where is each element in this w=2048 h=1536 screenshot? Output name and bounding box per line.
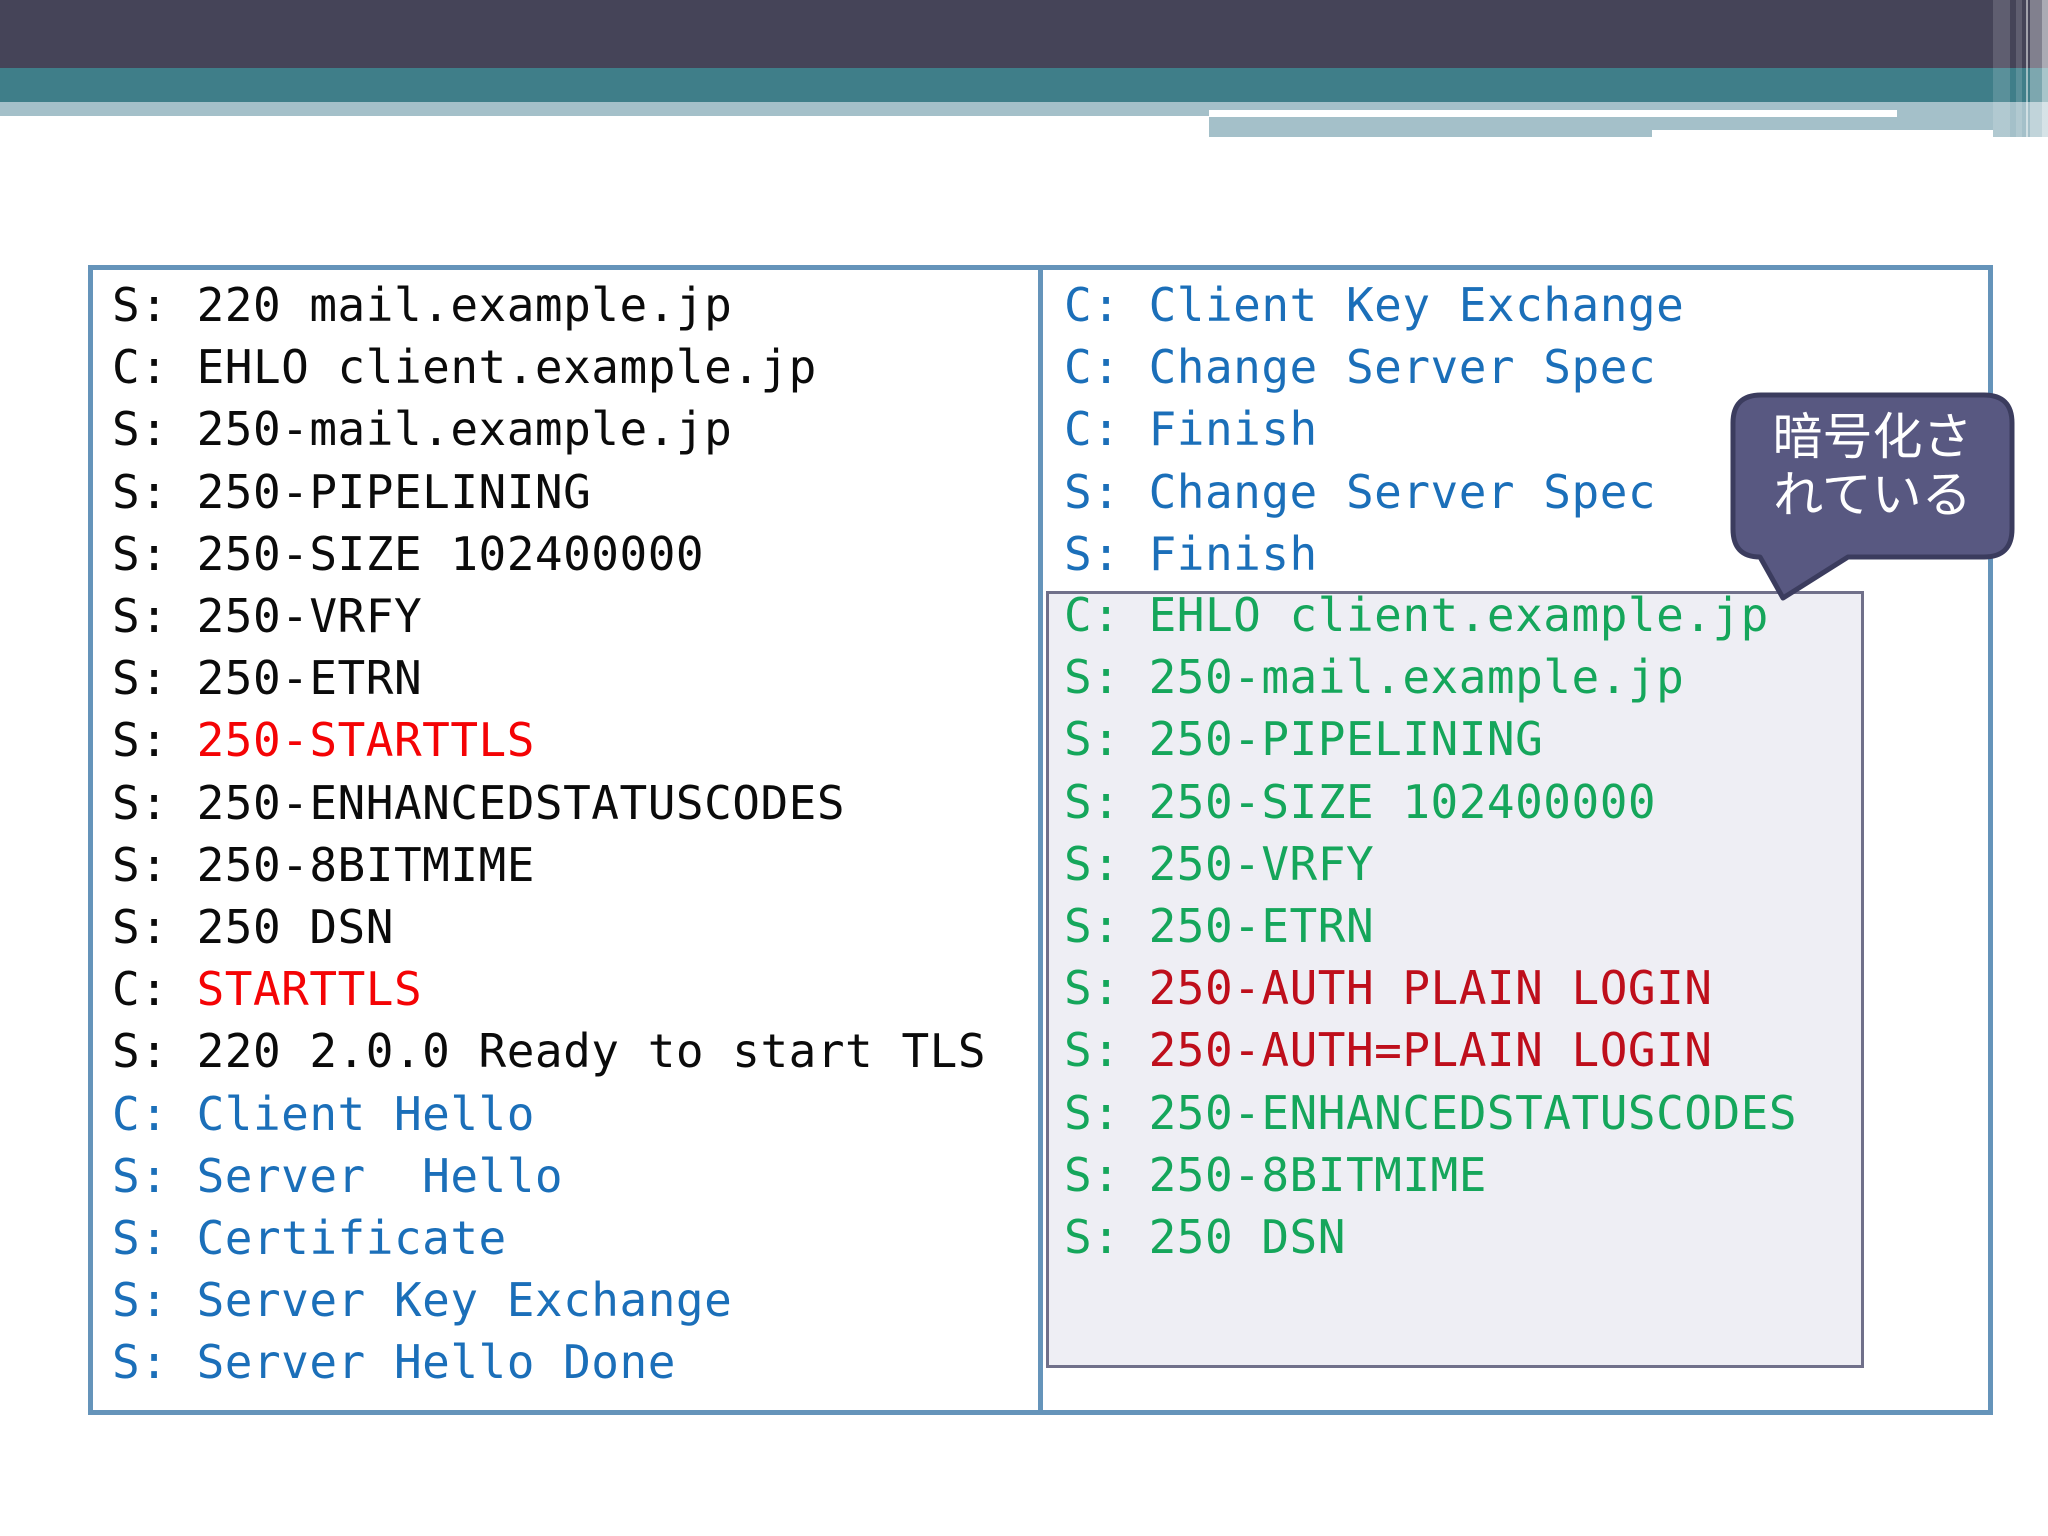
terminal-segment: 250-STARTTLS [196, 713, 535, 768]
header-side-stripes [1993, 0, 2048, 137]
callout-line-1: 暗号化さ [1772, 408, 1973, 466]
terminal-segment: 250-AUTH PLAIN LOGIN [1148, 961, 1713, 1016]
terminal-segment: S: 250-ENHANCEDSTATUSCODES [112, 775, 846, 830]
terminal-segment: S: 250-ETRN [1064, 899, 1375, 954]
terminal-segment: C: EHLO client.example.jp [1064, 588, 1769, 642]
terminal-segment: S: 250-PIPELINING [1064, 712, 1544, 767]
terminal-segment: S: Change Server Spec [1064, 464, 1657, 519]
encrypted-session-box [1046, 591, 1864, 1368]
terminal-segment: S: 250-mail.example.jp [112, 402, 733, 457]
terminal-line: C: EHLO client.example.jp [112, 336, 986, 398]
terminal-line: S: Server Hello [112, 1145, 986, 1207]
terminal-line: S: 250-AUTH PLAIN LOGIN [1064, 957, 1797, 1019]
callout-text: 暗号化さ れている [1733, 408, 2012, 524]
terminal-segment: S: [112, 713, 197, 768]
terminal-line: C: Client Hello [112, 1083, 986, 1145]
speech-bubble-shape [1730, 392, 2015, 601]
terminal-line: C: Finish [1064, 398, 1684, 460]
terminal-line: S: 250-8BITMIME [112, 834, 986, 896]
encrypted-column: C: EHLO client.example.jp S: 250-mail.exa… [1064, 584, 1797, 1268]
terminal-line: S: 250-8BITMIME [1064, 1144, 1797, 1206]
terminal-segment: S: 250-VRFY [1064, 836, 1375, 891]
terminal-segment: S: 250 DSN [1064, 1210, 1346, 1265]
terminal-segment: 250-AUTH=PLAIN LOGIN [1148, 1023, 1713, 1078]
terminal-segment: S: 250-ENHANCEDSTATUSCODES [1064, 1085, 1798, 1140]
terminal-segment: S: 250-ETRN [112, 651, 423, 706]
terminal-segment: S: 250-SIZE 102400000 [112, 526, 705, 581]
callout-line-2: れている [1773, 466, 1972, 524]
terminal-line: S: 250-SIZE 102400000 [112, 523, 986, 585]
terminal-segment: C: Client Hello [112, 1086, 535, 1141]
terminal-segment: C: [112, 962, 197, 1017]
terminal-segment: S: 250-8BITMIME [112, 837, 535, 892]
left-column: S: 220 mail.example.jp C: EHLO client.exa… [112, 274, 986, 1394]
terminal-line: S: 250-AUTH=PLAIN LOGIN [1064, 1019, 1797, 1081]
terminal-segment: S: 250 DSN [112, 900, 394, 955]
terminal-line: S: 250-ETRN [112, 647, 986, 709]
terminal-line: C: Client Key Exchange [1064, 274, 1684, 336]
terminal-segment: S: Server Hello [112, 1148, 564, 1203]
terminal-segment: S: 250-SIZE 102400000 [1064, 774, 1657, 829]
terminal-segment: STARTTLS [196, 962, 423, 1017]
terminal-line: S: Server Hello Done [112, 1331, 986, 1393]
terminal-line: S: 250-PIPELINING [1064, 708, 1797, 770]
terminal-segment: S: Server Hello Done [112, 1335, 676, 1390]
terminal-segment: S: [1064, 961, 1149, 1016]
terminal-segment: S: 220 mail.example.jp [112, 278, 733, 332]
header-accent-white-stripe [1209, 110, 1897, 117]
terminal-segment: S: Server Key Exchange [112, 1273, 733, 1328]
terminal-line: S: 250-ETRN [1064, 895, 1797, 957]
column-divider [1038, 270, 1043, 1410]
terminal-segment: S: 250-PIPELINING [112, 464, 592, 519]
terminal-line: S: 250-mail.example.jp [1064, 646, 1797, 708]
terminal-line: S: Certificate [112, 1207, 986, 1269]
header-bar-teal [0, 68, 1993, 102]
terminal-line: S: 220 2.0.0 Ready to start TLS [112, 1020, 986, 1082]
header-accent-bar-right [1209, 102, 1993, 130]
terminal-segment: S: [1064, 1023, 1149, 1078]
terminal-line: S: 250-mail.example.jp [112, 398, 986, 460]
terminal-line: S: Change Server Spec [1064, 461, 1684, 523]
terminal-line: S: 250 DSN [1064, 1206, 1797, 1268]
terminal-segment: S: 250-8BITMIME [1064, 1147, 1487, 1202]
terminal-line: C: EHLO client.example.jp [1064, 584, 1797, 646]
terminal-line: S: 250-PIPELINING [112, 461, 986, 523]
terminal-line: S: 250-ENHANCEDSTATUSCODES [1064, 1082, 1797, 1144]
terminal-segment: C: EHLO client.example.jp [112, 340, 817, 395]
header-accent-bar-lower [1209, 130, 1652, 137]
terminal-line: S: 250-ENHANCEDSTATUSCODES [112, 772, 986, 834]
terminal-line: C: Change Server Spec [1064, 336, 1684, 398]
terminal-segment: C: Finish [1064, 402, 1318, 457]
terminal-line: S: 250-VRFY [112, 585, 986, 647]
terminal-line: S: Finish [1064, 523, 1684, 585]
header-bar-dark [0, 0, 1993, 68]
terminal-segment: S: Certificate [112, 1211, 507, 1266]
terminal-segment: C: Client Key Exchange [1064, 278, 1685, 332]
terminal-line: S: 250-SIZE 102400000 [1064, 771, 1797, 833]
terminal-line: C: STARTTLS [112, 958, 986, 1020]
terminal-line: S: 220 mail.example.jp [112, 274, 986, 336]
right-column: C: Client Key Exchange C: Change Server S… [1064, 274, 1684, 585]
header-accent-bar-left [0, 102, 1209, 116]
terminal-segment: S: 250-mail.example.jp [1064, 650, 1685, 705]
terminal-segment: S: Finish [1064, 526, 1318, 581]
terminal-segment: S: 250-VRFY [112, 589, 423, 644]
terminal-line: S: 250-STARTTLS [112, 709, 986, 771]
terminal-line: S: 250 DSN [112, 896, 986, 958]
terminal-segment: C: Change Server Spec [1064, 340, 1657, 395]
terminal-line: S: Server Key Exchange [112, 1269, 986, 1331]
terminal-segment: S: 220 2.0.0 Ready to start TLS [112, 1024, 987, 1079]
terminal-line: S: 250-VRFY [1064, 833, 1797, 895]
callout-bubble [1730, 392, 2015, 601]
